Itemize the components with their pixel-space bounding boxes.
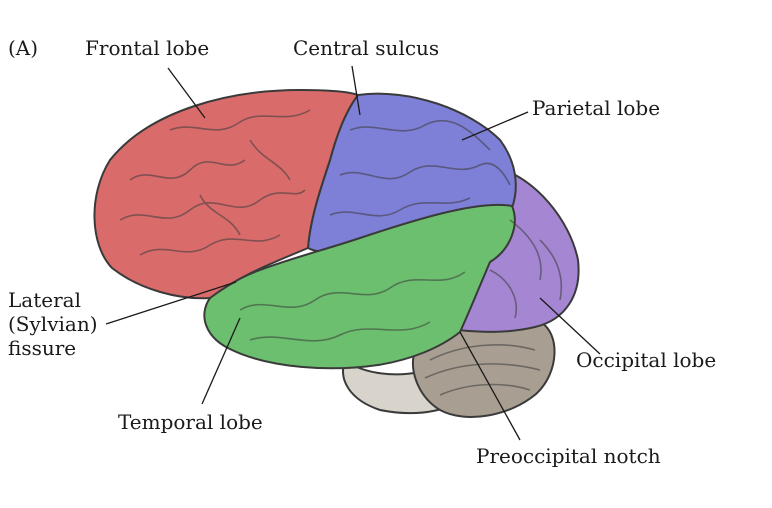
panel-label: (A) bbox=[8, 36, 39, 60]
label-central-sulcus: Central sulcus bbox=[293, 36, 440, 60]
label-frontal-lobe: Frontal lobe bbox=[85, 36, 210, 60]
leader-lateral bbox=[105, 281, 237, 325]
label-temporal-lobe: Temporal lobe bbox=[118, 410, 263, 434]
label-lateral-sylvian-fissure: Lateral (Sylvian) fissure bbox=[8, 288, 98, 360]
frontal-lobe-region bbox=[93, 88, 360, 300]
leader-temporal bbox=[201, 317, 241, 405]
label-lateral-line-2: (Sylvian) bbox=[8, 312, 98, 336]
leader-parietal bbox=[461, 111, 529, 141]
leader-central bbox=[351, 65, 361, 116]
label-lateral-line-3: fissure bbox=[8, 336, 77, 360]
label-preoccipital-notch: Preoccipital notch bbox=[476, 444, 661, 468]
temporal-lobe-region bbox=[203, 203, 516, 370]
leader-frontal bbox=[167, 67, 206, 119]
label-parietal-lobe: Parietal lobe bbox=[532, 96, 661, 120]
leader-preoccipital bbox=[459, 331, 521, 441]
gyri-texture bbox=[119, 109, 563, 396]
leader-lines bbox=[105, 65, 601, 441]
label-lateral-line-1: Lateral bbox=[8, 288, 81, 312]
leader-occipital bbox=[539, 297, 601, 355]
label-occipital-lobe: Occipital lobe bbox=[576, 348, 717, 372]
